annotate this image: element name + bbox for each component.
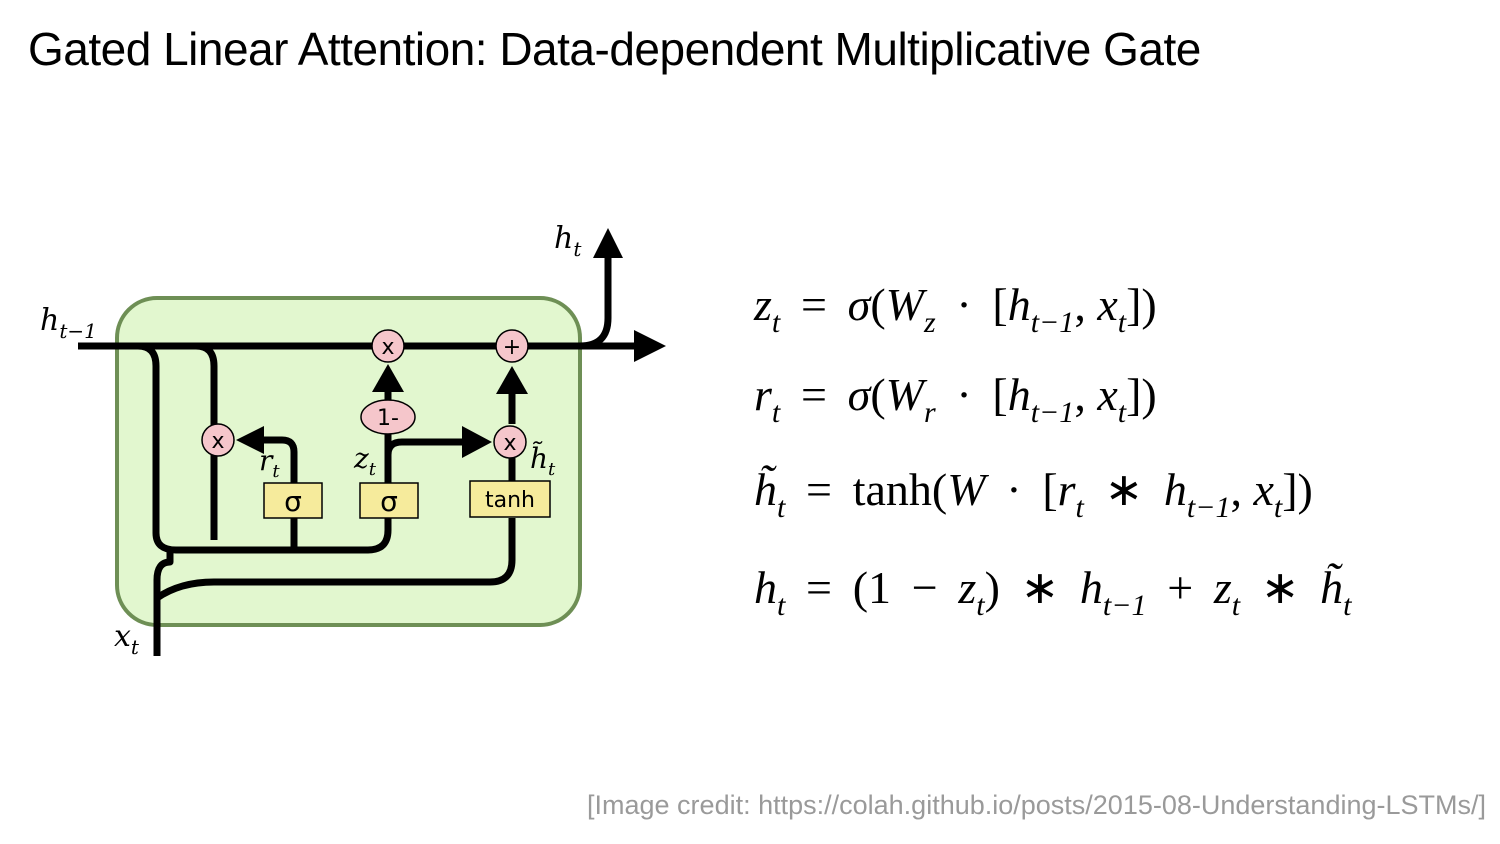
equation-candidate: h̃t = tanh(W · [rt ∗ ht−1, xt]) xyxy=(754,464,1313,524)
multiply-symbol-top: x xyxy=(381,335,394,360)
equation-reset-gate: rt = σ(Wr · [ht−1, xt]) xyxy=(754,369,1157,429)
equation-update-gate: zt = σ(Wz · [ht−1, xt]) xyxy=(754,279,1157,339)
z-gate-label: zt xyxy=(353,442,377,480)
one-minus-op xyxy=(360,399,416,435)
slide-title: Gated Linear Attention: Data-dependent M… xyxy=(28,23,1201,75)
arrowheads xyxy=(236,228,666,458)
multiply-op-candidate xyxy=(493,425,527,459)
output-branch xyxy=(579,255,612,350)
image-credit: [Image credit: https://colah.github.io/p… xyxy=(587,790,1486,820)
h-prev-label: ht−1 xyxy=(40,303,97,343)
arrow-output-right xyxy=(634,330,666,362)
r-gate-label: rt xyxy=(259,444,280,482)
h-tilde-label: h̃t xyxy=(530,441,556,480)
r-gate-line xyxy=(262,436,298,550)
equation-hidden-state: ht = (1 − zt) ∗ ht−1 + zt ∗ h̃t xyxy=(754,562,1352,622)
arrow-one-minus-up xyxy=(372,364,404,392)
arrow-z-right xyxy=(462,426,492,458)
sigma-z-label: σ xyxy=(380,485,398,518)
multiply-symbol-reset: x xyxy=(211,429,224,454)
sigma-r-layer xyxy=(263,482,323,519)
tanh-label: tanh xyxy=(485,488,535,513)
sigma-r-label: σ xyxy=(284,485,302,518)
plus-symbol: + xyxy=(503,335,521,360)
multiply-op-top xyxy=(371,329,405,363)
tanh-layer xyxy=(469,480,551,518)
x-to-tanh xyxy=(155,518,516,601)
arrow-reset xyxy=(236,426,264,454)
multiply-op-reset xyxy=(201,423,235,457)
plus-op xyxy=(495,329,529,363)
x-in-label: xt xyxy=(114,619,140,659)
arrow-plus-up xyxy=(496,366,528,394)
cell-box xyxy=(115,296,582,627)
h-prev-to-reset-mult xyxy=(195,342,218,540)
h-out-label: ht xyxy=(554,221,582,261)
x-input-line xyxy=(153,550,174,656)
one-minus-label: 1- xyxy=(377,406,399,431)
multiply-symbol-candidate: x xyxy=(503,431,516,456)
sigma-z-layer xyxy=(359,482,419,519)
arrow-output-up xyxy=(593,228,623,258)
